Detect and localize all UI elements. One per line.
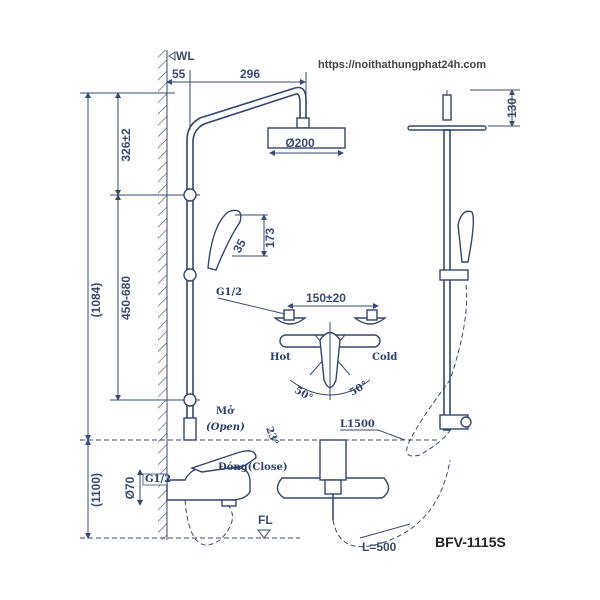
- close-label: Đóng(Close): [218, 462, 288, 473]
- wall-offset-dimension: 55: [172, 67, 186, 81]
- hot-label: Hot: [270, 352, 291, 363]
- side-view-mixer: [166, 450, 257, 546]
- wl-label: WL: [176, 49, 195, 63]
- mixer-top-view: [217, 297, 387, 400]
- open-label-en: (Open): [206, 422, 245, 433]
- wl-marker-icon: [168, 51, 176, 61]
- open-label-vi: Mở: [216, 406, 235, 417]
- small-thread-label-box: [142, 473, 168, 486]
- arm-reach-dimension: 296: [240, 67, 260, 81]
- hand-height-dimension: 173: [263, 228, 277, 248]
- lever-angle-label: 23°: [263, 425, 280, 447]
- model-code: BFV-1115S: [435, 534, 506, 550]
- head-to-bar-dimension: 326±2: [119, 128, 133, 162]
- side-rain-head: [267, 127, 346, 149]
- short-hose-length-label: L=500: [362, 540, 397, 554]
- cold-label: Cold: [372, 352, 397, 363]
- fl-marker-icon: [257, 529, 271, 539]
- small-thread-label: G1/2: [145, 474, 171, 485]
- head-height-dimension: 130: [505, 98, 519, 118]
- fl-label: FL: [258, 513, 273, 527]
- front-hand-shower: [457, 210, 475, 263]
- total-height-dimension: (1084): [89, 283, 103, 318]
- bar-range-dimension: 450-680: [119, 276, 133, 320]
- side-hand-shower: [207, 209, 242, 271]
- pipe-diameter-dimension: Ø70: [123, 476, 137, 499]
- side-view-shower-column: [183, 86, 346, 441]
- website-url: https://noithathungphat24h.com: [318, 59, 486, 71]
- wall: [158, 50, 168, 540]
- front-view-shower-column: [276, 89, 520, 548]
- hand-angle-dimension: 35: [230, 236, 249, 255]
- head-diameter-dimension: Ø200: [285, 136, 315, 150]
- inlet-spacing-dimension: 150±20: [306, 291, 346, 305]
- hose-length-label: L1500: [340, 419, 375, 430]
- inlet-thread-label: G1/2: [216, 287, 242, 298]
- angle-left-label: 50°: [293, 385, 315, 404]
- floor-height-dimension: (1100): [89, 473, 103, 507]
